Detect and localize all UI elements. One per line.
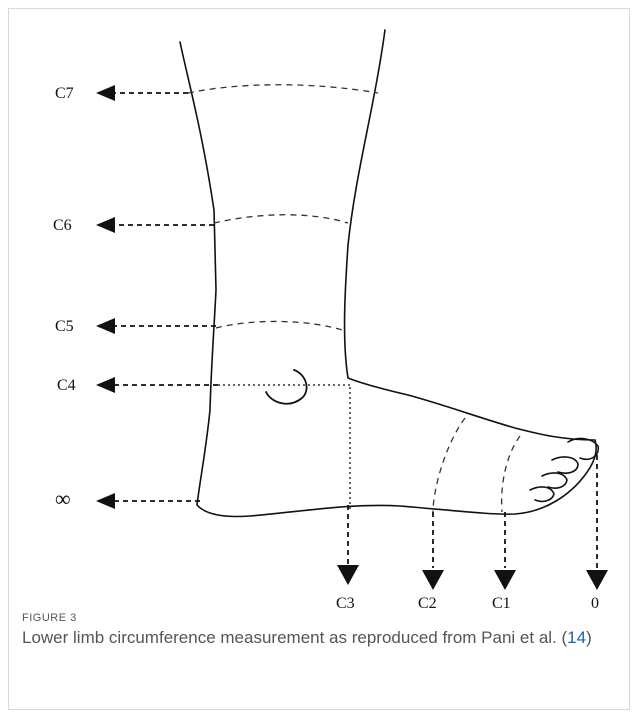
label-infinity: ∞	[55, 486, 71, 511]
caption-text: Lower limb circumference measurement as …	[22, 626, 622, 650]
arrowhead-zero-icon	[586, 570, 608, 590]
down-arrowheads	[337, 565, 608, 590]
arrowhead-c4-icon	[96, 377, 115, 393]
left-arrowheads	[96, 85, 115, 509]
left-arrow-lines	[115, 93, 218, 501]
arrowhead-c3-icon	[337, 565, 359, 585]
leg-outline	[180, 30, 598, 517]
label-c6: C6	[53, 217, 72, 234]
caption-text-before: Lower limb circumference measurement as …	[22, 628, 567, 647]
arrowhead-c5-icon	[96, 318, 115, 334]
figure-caption: FIGURE 3 Lower limb circumference measur…	[22, 612, 622, 650]
label-c1: C1	[492, 595, 511, 610]
arrowhead-c6-icon	[96, 217, 115, 233]
label-c3: C3	[336, 595, 355, 610]
limb-diagram: C7 C6 C5 C4 ∞ C3 C2 C1 0	[0, 0, 640, 610]
measurement-bands	[188, 85, 520, 512]
arrowhead-inf-icon	[96, 493, 115, 509]
caption-text-after: )	[586, 628, 592, 647]
arrowhead-c1-icon	[494, 570, 516, 590]
reference-link[interactable]: 14	[567, 628, 586, 647]
arrowhead-c7-icon	[96, 85, 115, 101]
label-c5: C5	[55, 318, 74, 335]
arrowhead-c2-icon	[422, 570, 444, 590]
label-c4: C4	[57, 377, 76, 394]
label-c2: C2	[418, 595, 437, 610]
label-zero: 0	[591, 595, 599, 610]
figure-number: FIGURE 3	[22, 612, 622, 624]
label-c7: C7	[55, 85, 74, 102]
